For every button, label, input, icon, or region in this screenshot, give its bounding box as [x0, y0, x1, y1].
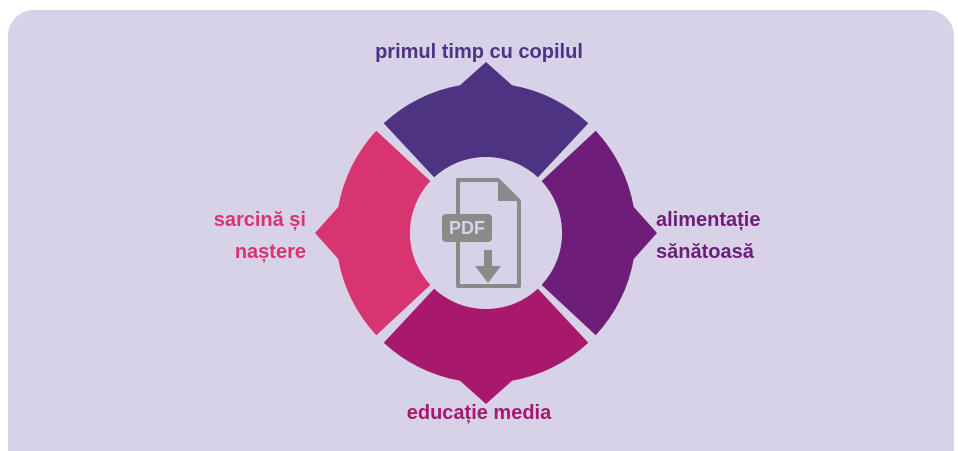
pdf-badge-label: PDF	[449, 218, 485, 238]
label-sarcina-si-nastere: sarcină și naștere	[214, 204, 306, 268]
download-arrow-shaft	[484, 250, 492, 268]
document-outline	[456, 178, 521, 288]
download-arrow-head	[475, 266, 501, 283]
ring-segment-top[interactable]	[383, 62, 589, 178]
label-line: sănătoasă	[656, 241, 754, 263]
pdf-badge	[442, 214, 492, 242]
label-educatie-media: educație media	[0, 397, 958, 429]
label-line: sarcină și	[213, 209, 306, 231]
label-line: primul timp cu copilul	[375, 41, 583, 63]
ring-segment-bottom[interactable]	[383, 288, 589, 404]
label-alimentatie-sanatoasa: alimentație sănătoasă	[656, 204, 760, 268]
label-line: naștere	[234, 241, 306, 263]
pdf-download-icon[interactable]: PDF	[442, 178, 521, 288]
ring-segment-right[interactable]	[541, 130, 657, 336]
label-primul-timp-cu-copilul: primul timp cu copilul	[0, 36, 958, 68]
label-line: educație media	[406, 402, 552, 424]
document-fold	[498, 180, 519, 201]
label-line: alimentație	[656, 209, 761, 231]
ring-segment-left[interactable]	[315, 130, 431, 336]
